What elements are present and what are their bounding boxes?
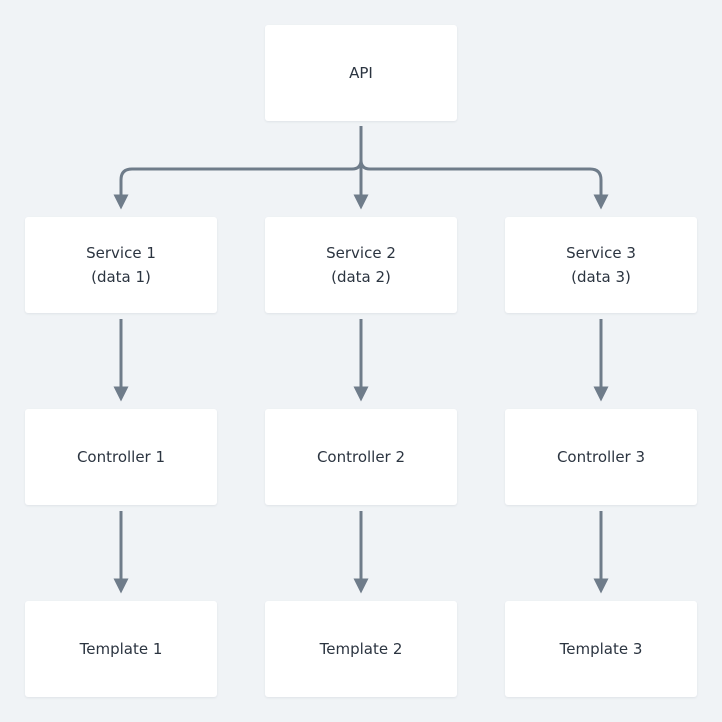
node-template-2-label: Template 2 (319, 640, 403, 658)
node-template-2: Template 2 (265, 601, 457, 697)
node-service-1-detail: (data 1) (91, 268, 151, 286)
connector-api-to-service-3 (359, 126, 609, 210)
node-template-1-label: Template 1 (79, 640, 163, 658)
node-template-3: Template 3 (505, 601, 697, 697)
node-service-1: Service 1 (data 1) (25, 217, 217, 313)
node-controller-3-label: Controller 3 (556, 448, 646, 466)
node-service-2-label: Service 2 (326, 244, 396, 262)
node-service-2-detail: (data 2) (331, 268, 391, 286)
node-service-1-label: Service 1 (86, 244, 156, 262)
node-controller-1-label: Controller 1 (76, 448, 166, 466)
node-controller-2: Controller 2 (265, 409, 457, 505)
node-controller-2-label: Controller 2 (316, 448, 406, 466)
node-api: API (265, 25, 457, 121)
node-template-1: Template 1 (25, 601, 217, 697)
node-controller-3: Controller 3 (505, 409, 697, 505)
node-api-label: API (349, 64, 373, 82)
node-service-3-detail: (data 3) (571, 268, 631, 286)
node-service-2: Service 2 (data 2) (265, 217, 457, 313)
connector-api-to-service-1 (113, 126, 363, 210)
node-service-3-label: Service 3 (566, 244, 636, 262)
node-controller-1: Controller 1 (25, 409, 217, 505)
node-service-3: Service 3 (data 3) (505, 217, 697, 313)
node-template-3-label: Template 3 (559, 640, 643, 658)
